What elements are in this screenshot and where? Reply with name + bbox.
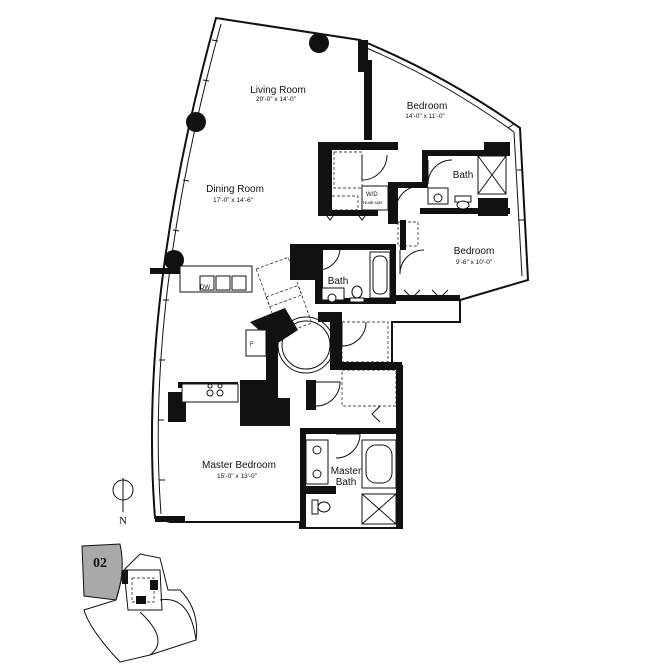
bedroom-1-dims: 14'-0" x 11'-0": [405, 113, 445, 120]
master-bath-fixtures: [305, 439, 397, 525]
bedroom-2-label: Bedroom: [454, 246, 495, 257]
bedroom-2-dims: 9'-6" x 10'-0": [456, 259, 493, 266]
key-plan-unit-highlight: [81, 543, 123, 601]
column: [186, 112, 206, 132]
living-room-dims: 20'-0" x 14'-0": [256, 96, 297, 103]
dishwasher-label: DW: [200, 285, 210, 291]
interior-walls: [150, 40, 510, 528]
key-plan-unit-number: 02: [93, 556, 107, 571]
key-plan: [81, 543, 198, 663]
master-bath-label-line1: Master: [331, 466, 362, 477]
bath-2-fixtures: [321, 251, 391, 303]
fridge-label: F: [250, 342, 254, 348]
foyer-rotunda: [277, 316, 335, 374]
bedroom-1-label: Bedroom: [407, 101, 448, 112]
bath-1-label: Bath: [453, 170, 474, 181]
closet-outlines: [321, 151, 419, 407]
north-arrow: [112, 478, 134, 512]
foyer-rotunda-inner: [281, 320, 331, 370]
master-bedroom-label: Master Bedroom: [202, 460, 276, 471]
north-label: N: [119, 515, 127, 527]
wd-hookups-label: Hook-ups: [363, 200, 383, 205]
living-room-label: Living Room: [250, 85, 306, 96]
washer-dryer-closet: [361, 185, 389, 211]
facade-window-mullions: [158, 39, 524, 481]
master-bath-label-line2: Bath: [336, 477, 357, 488]
dining-room-dims: 17'-0" x 14'-6": [213, 197, 254, 204]
kitchen: [179, 256, 313, 403]
wd-label: W/D: [366, 192, 378, 198]
column: [164, 250, 184, 270]
bath-2-label: Bath: [328, 276, 349, 287]
bath-1-fixtures: [427, 155, 507, 210]
dining-room-label: Dining Room: [206, 184, 264, 195]
master-bedroom-dims: 15'-0" x 13'-0": [217, 473, 258, 480]
door-swings: [315, 154, 453, 459]
exterior-outline: [150, 16, 530, 529]
column: [309, 33, 329, 53]
